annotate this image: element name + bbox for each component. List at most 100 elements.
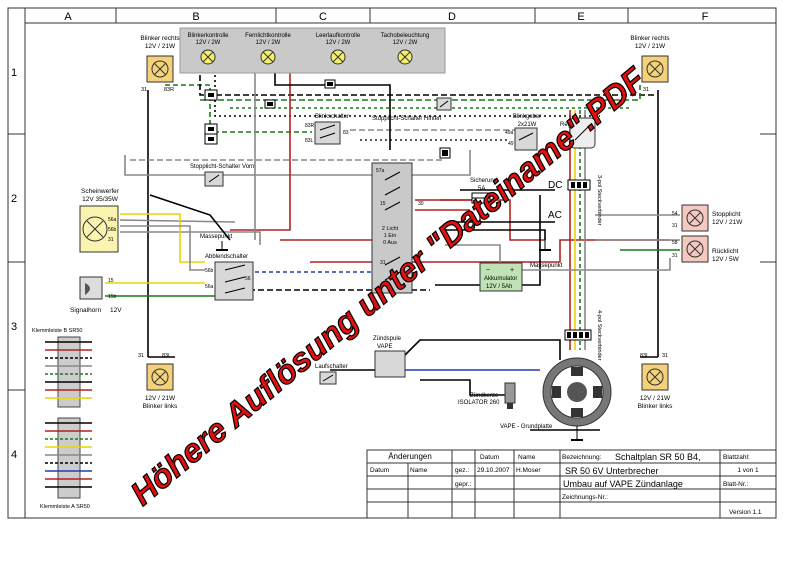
- blinkgeber-symbol: [514, 127, 538, 151]
- stopplicht-terminal-31: 31: [672, 223, 678, 229]
- blinkschalter-symbol: [314, 121, 341, 145]
- blinker-rechts-left-name: Blinker rechts: [140, 35, 180, 42]
- bezeichnung-label: Bezeichnung:: [562, 454, 602, 461]
- gez-name: H.Moser: [516, 467, 541, 474]
- scheinwerfer-name: Scheinwerfer: [81, 188, 120, 195]
- ruecklicht-terminal-58: 58: [672, 240, 678, 246]
- title-block: [366, 449, 777, 519]
- blinker-links-right-spec: 12V / 21W: [640, 395, 671, 402]
- gepr-label: gepr.:: [455, 481, 471, 488]
- scheinwerfer-lamp: [79, 205, 119, 253]
- leerlaufkontrolle-name: Leerlaufkontrolle: [316, 33, 361, 39]
- tachobeleuchtung-spec: 12V / 2W: [393, 40, 418, 46]
- ruecklicht-lamp: [681, 235, 709, 263]
- scheinwerfer-terminal-31: 31: [108, 237, 114, 243]
- col-datum: Datum: [370, 467, 389, 474]
- akkumulator-name: Akkumulator: [484, 276, 517, 282]
- connector-block-1: [204, 89, 218, 145]
- vape-grundplatte-symbol: [542, 357, 612, 441]
- abblendschalter-terminal-56b: 56b: [205, 268, 214, 274]
- header-name: Name: [518, 454, 536, 461]
- battery-plus-symbol: +: [510, 267, 514, 274]
- col-label-d: D: [448, 11, 456, 23]
- klemmleiste-b-label: Klemmleiste B SR50: [32, 328, 82, 334]
- blinker-links-right-terminal-31: 31: [662, 353, 668, 359]
- version-label: Version 1.1: [729, 509, 762, 516]
- zuendspule-symbol: [374, 350, 406, 378]
- zeichnungs-nr-label: Zeichnungs-Nr.:: [562, 494, 608, 501]
- zuendspule-sub: VAPE: [377, 344, 393, 350]
- connector-4pol-label: 4-pol Steckverbinder: [596, 310, 602, 361]
- blinker-rechts-left-terminal-83r: 83R: [164, 87, 174, 93]
- blinkerkontrolle-name: Blinkerkontrolle: [187, 33, 229, 39]
- header-datum: Datum: [480, 454, 499, 461]
- scheinwerfer-terminal-56a: 56a: [108, 217, 117, 223]
- gez-date: 29.10.2007: [477, 467, 510, 474]
- signalhorn-terminal-15: 15: [108, 278, 114, 284]
- fernlichtkontrolle-lamp: [260, 49, 276, 65]
- regler-symbol: [569, 117, 596, 149]
- ignition-position-0: 0 Aus: [383, 240, 397, 246]
- col-label-b: B: [192, 11, 199, 23]
- blattzahl-label: Blattzahl:: [723, 454, 750, 461]
- blinker-rechts-right-terminal-31: 31: [643, 87, 649, 93]
- fernlichtkontrolle-spec: 12V / 2W: [256, 40, 281, 46]
- row-label-3: 3: [11, 321, 17, 333]
- signalhorn-name: Signalhorn: [70, 307, 101, 314]
- blinkgeber-terminal-49a: 49a: [505, 130, 514, 136]
- fernlichtkontrolle-name: Fernlichtkontrolle: [245, 33, 291, 39]
- massepunkt-right-symbol: [539, 240, 551, 251]
- zuendkerze-spec: ISOLATOR 260: [458, 400, 500, 406]
- ac-label: AC: [548, 210, 562, 221]
- leerlaufkontrolle-lamp: [330, 49, 346, 65]
- col-label-c: C: [319, 11, 327, 23]
- ruecklicht-terminal-31: 31: [672, 253, 678, 259]
- drawing-title-line2: SR 50 6V Unterbrecher: [565, 466, 659, 476]
- blinker-links-right-lamp: [641, 363, 669, 391]
- drawing-title-line1: Schaltplan SR 50 B4,: [615, 452, 701, 462]
- zuendkerze-name: Zündkerze: [470, 393, 499, 399]
- ignition-terminal-31: 31: [380, 260, 386, 266]
- blinker-rechts-left-terminal-31: 31: [141, 87, 147, 93]
- blatt-nr-label: Blatt-Nr.:: [723, 481, 748, 488]
- zuendkerze-symbol: [504, 382, 516, 409]
- stopplicht-terminal-54: 54: [672, 211, 678, 217]
- col-label-a: A: [64, 11, 72, 23]
- blinkerkontrolle-spec: 12V / 2W: [196, 40, 221, 46]
- blinkgeber-terminal-49: 49: [508, 141, 514, 147]
- col-name: Name: [410, 467, 428, 474]
- ignition-terminal-57a: 57a: [376, 168, 385, 174]
- connector-block-2: [264, 79, 451, 159]
- signalhorn-spec: 12V: [110, 307, 122, 314]
- stopplicht-lamp: [681, 204, 709, 232]
- blattzahl-value: 1 von 1: [737, 467, 759, 474]
- blinker-links-right-terminal-83l: 83L: [640, 353, 649, 359]
- regler-label: Regler: [560, 122, 578, 128]
- massepunkt-right-label: Massepunkt: [530, 263, 563, 269]
- signalhorn-symbol: [79, 276, 103, 300]
- blinker-links-left-lamp: [146, 363, 174, 391]
- connector-3pol-label: 3-pol Steckverbinder: [596, 175, 602, 226]
- row-label-2: 2: [11, 193, 17, 205]
- blinker-rechts-right-lamp: [641, 55, 669, 83]
- blinkerkontrolle-lamp: [200, 49, 216, 65]
- col-label-e: E: [577, 11, 584, 23]
- massepunkt-left-label: Massepunkt: [200, 234, 233, 240]
- tachobeleuchtung-lamp: [397, 49, 413, 65]
- klemmleiste-b: [45, 336, 92, 408]
- row-label-4: 4: [11, 449, 17, 461]
- ignition-terminal-30: 30: [418, 201, 424, 207]
- stopplicht-schalter-vorn-label: Stopplicht-Schalter Vorn: [190, 164, 254, 170]
- blinker-links-left-terminal-31: 31: [138, 353, 144, 359]
- battery-minus-symbol: −: [486, 267, 490, 274]
- gez-label: gez.:: [455, 467, 469, 474]
- abblendschalter-terminal-56: 56: [245, 276, 251, 282]
- blinkgeber-name: Blinkgeber: [513, 114, 541, 120]
- blinkschalter-label: Blinkschalter: [315, 114, 349, 120]
- stopplicht-name: Stopplicht: [712, 211, 741, 218]
- ignition-position-1: 1 Ein: [384, 233, 397, 239]
- laufschalter-symbol: [319, 371, 337, 385]
- sicherung-spec: 5A: [478, 186, 485, 192]
